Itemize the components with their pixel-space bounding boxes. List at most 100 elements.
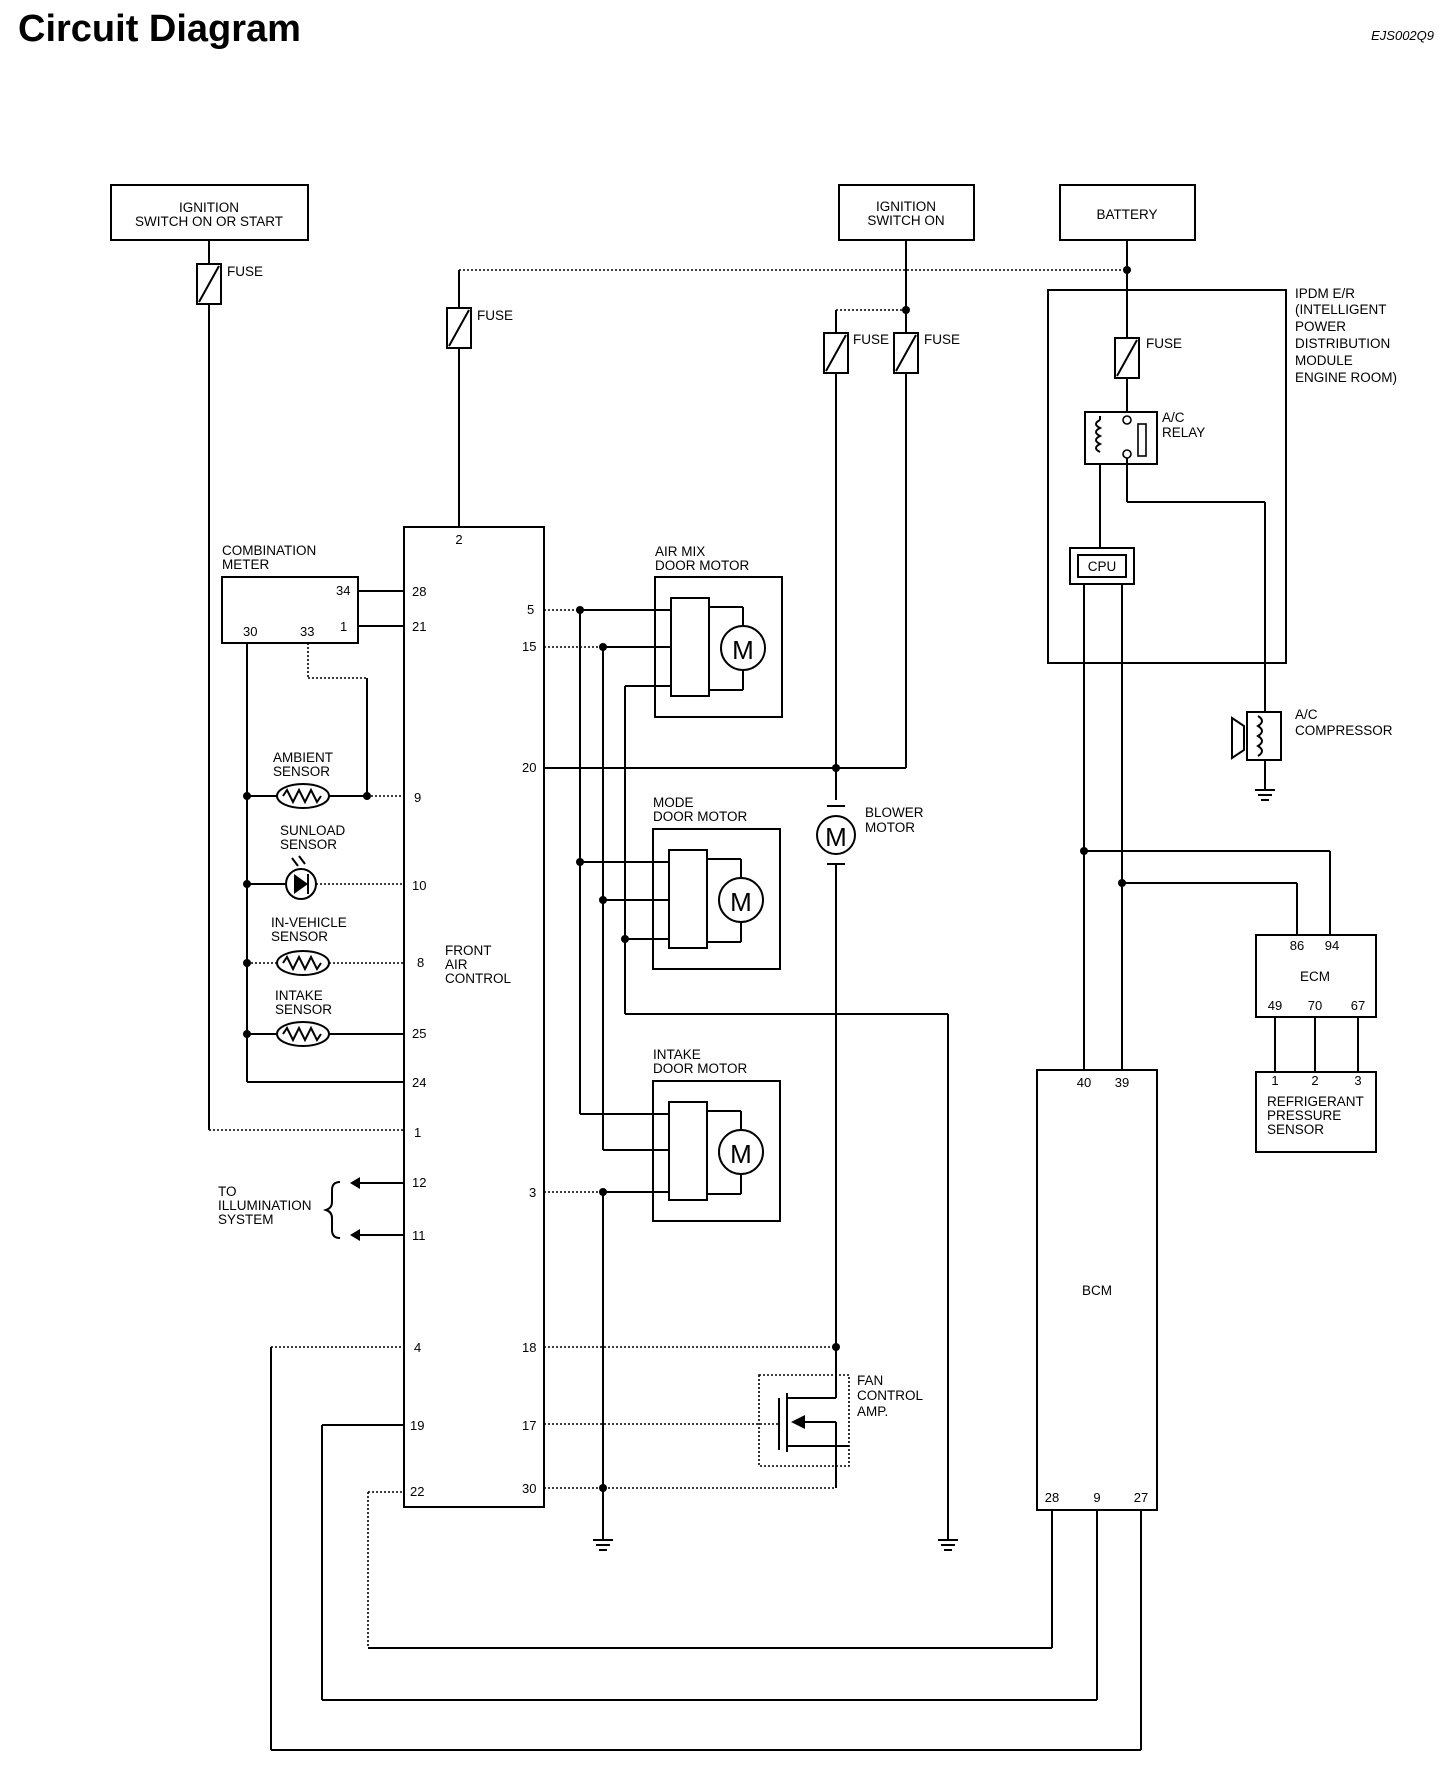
bcm: 40 39 BCM 28 9 27 [1036,1069,1158,1511]
intake-sensor-label-2: SENSOR [275,1002,332,1017]
sunload-label-2: SENSOR [280,837,337,852]
refrig-pin-2: 2 [1311,1073,1318,1088]
bcm-label: BCM [1082,1283,1112,1298]
cpu-label: CPU [1088,559,1117,574]
ignition-on-feed: FUSE FUSE [823,240,960,800]
fuse-label-ipdm: FUSE [1146,336,1182,351]
fan-amp-label-2: CONTROL [857,1388,923,1403]
illumination-label-1: TO [218,1184,237,1199]
ipdm-label-5: MODULE [1295,353,1353,368]
ipdm-label-4: DISTRIBUTION [1295,336,1390,351]
intake-door-motor: INTAKE DOOR MOTOR M [652,1047,781,1222]
fac-pin-r18: 18 [522,1340,536,1355]
fac-pin-l8: 8 [417,955,424,970]
ambient-label-1: AMBIENT [273,750,333,765]
fac-label-1: FRONT [445,943,492,958]
ac-relay-label-2: RELAY [1162,425,1205,440]
front-air-control: 2 FRONT AIR CONTROL 28 21 9 10 8 25 24 1… [403,526,545,1508]
illumination-label-3: SYSTEM [218,1212,274,1227]
fac-pin-l19: 19 [410,1418,424,1433]
ipdm-er: IPDM E/R (INTELLIGENT POWER DISTRIBUTION… [1047,286,1397,725]
fac-pin-l10: 10 [412,878,426,893]
combination-meter-label-1: COMBINATION [222,543,316,558]
ipdm-label-3: POWER [1295,319,1346,334]
bcm-pin-27: 27 [1134,1490,1148,1505]
in-vehicle-sensor: IN-VEHICLE SENSOR [243,915,404,976]
air-mix-label-1: AIR MIX [655,544,705,559]
battery-box: BATTERY [1059,184,1196,241]
ecm-pin-70: 70 [1308,998,1322,1013]
meter-pin-34: 34 [336,583,350,598]
fac-pin-r5: 5 [527,602,534,617]
intake-sensor: INTAKE SENSOR [243,988,404,1047]
fac-label-3: CONTROL [445,971,511,986]
meter-pin-1: 1 [340,619,347,634]
to-illumination-system: TO ILLUMINATION SYSTEM [218,1177,404,1241]
intake-sensor-label-1: INTAKE [275,988,323,1003]
refrig-pin-3: 3 [1354,1073,1361,1088]
blower-motor: M BLOWER MOTOR [544,764,924,1351]
sunload-sensor: SUNLOAD SENSOR [243,823,404,900]
combination-meter-label-2: METER [222,557,270,572]
fac-pin-l9: 9 [414,790,421,805]
fan-amp-label-3: AMP. [857,1404,888,1419]
fuse-label-fac-batt: FUSE [477,308,513,323]
ign-start-label-2: SWITCH ON OR START [135,214,283,229]
ac-compressor: A/C COMPRESSOR [1231,707,1393,801]
refrig-label-1: REFRIGERANT [1267,1094,1364,1109]
combination-meter: COMBINATION METER 34 30 33 1 [221,543,404,1083]
fac-bcm-wiring [270,1346,1142,1751]
fac-pin-l21: 21 [412,619,426,634]
fac-pin-l4: 4 [414,1340,421,1355]
battery-feed: FUSE [446,240,1131,527]
battery-label: BATTERY [1096,207,1157,222]
ecm-pin-86: 86 [1290,938,1304,953]
blower-motor-symbol: M [825,822,847,852]
fan-control-amp: FAN CONTROL AMP. [544,1347,923,1492]
bcm-pin-28: 28 [1045,1490,1059,1505]
bcm-pin-9: 9 [1093,1490,1100,1505]
intake-motor-symbol: M [730,1139,752,1169]
blower-label-1: BLOWER [865,805,924,820]
air-mix-door-motor: AIR MIX DOOR MOTOR M [654,544,783,718]
air-mix-motor-symbol: M [732,635,754,665]
ambient-label-2: SENSOR [273,764,330,779]
ac-compressor-label-1: A/C [1295,707,1318,722]
fac-pin-r3: 3 [529,1185,536,1200]
fac-pin-l22: 22 [410,1484,424,1499]
ac-relay-label-1: A/C [1162,410,1185,425]
page-title: Circuit Diagram [18,8,301,50]
fac-pin-l24: 24 [412,1075,426,1090]
fac-pin-r17: 17 [522,1418,536,1433]
illumination-label-2: ILLUMINATION [218,1198,312,1213]
ac-compressor-label-2: COMPRESSOR [1295,723,1393,738]
bcm-pin-40: 40 [1077,1075,1091,1090]
ign-start-label-1: IGNITION [179,200,239,215]
ign-on-label-2: SWITCH ON [867,213,944,228]
ignition-switch-on-or-start-box: IGNITION SWITCH ON OR START [110,184,309,241]
sunload-label-1: SUNLOAD [280,823,346,838]
fac-pin-l25: 25 [412,1026,426,1041]
fac-pin-r30: 30 [522,1481,536,1496]
mode-motor-symbol: M [730,887,752,917]
motor-bus [544,606,949,1540]
document-id: EJS002Q9 [1371,28,1434,43]
ecm-pin-49: 49 [1268,998,1282,1013]
in-vehicle-label-1: IN-VEHICLE [271,915,347,930]
ecm: 86 94 ECM 49 70 67 [1255,934,1377,1072]
fac-pin-l1: 1 [414,1125,421,1140]
ecm-pin-94: 94 [1325,938,1339,953]
fac-pin-r15: 15 [522,639,536,654]
meter-pin-30: 30 [243,624,257,639]
mode-label-2: DOOR MOTOR [653,809,748,824]
meter-pin-33: 33 [300,624,314,639]
ipdm-label-1: IPDM E/R [1295,286,1355,301]
fac-pin-l28: 28 [412,584,426,599]
fac-pin-r20: 20 [522,760,536,775]
fuse-label-ign-start: FUSE [227,264,263,279]
refrig-label-2: PRESSURE [1267,1108,1341,1123]
ecm-label: ECM [1300,969,1330,984]
fuse-ign-start: FUSE [196,240,404,1131]
fac-pin-l12: 12 [412,1175,426,1190]
